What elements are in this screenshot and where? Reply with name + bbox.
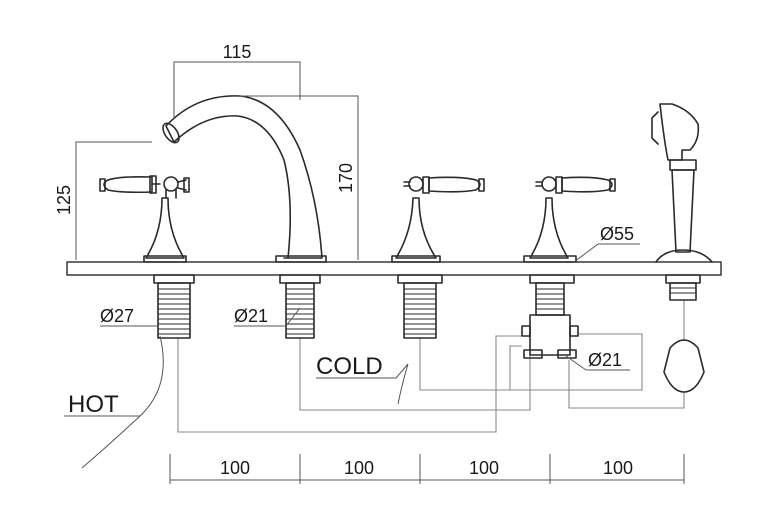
dia-diverter: Ø21 <box>588 350 622 370</box>
dia-base: Ø55 <box>600 224 634 244</box>
tap-handle-cold <box>391 176 485 339</box>
diverter-handle <box>521 176 616 359</box>
dia-hot-inlet: Ø27 <box>100 306 134 326</box>
dim-spacing-1: 100 <box>220 458 250 478</box>
label-hot: HOT <box>68 391 119 418</box>
dimension-lines <box>64 61 685 484</box>
dim-spacing-2: 100 <box>344 458 374 478</box>
hand-shower <box>651 103 713 393</box>
dim-handle-height: 125 <box>54 185 74 215</box>
water-pipes <box>177 300 685 433</box>
tap-handle-hot <box>99 175 190 263</box>
dim-spacing-3: 100 <box>469 458 499 478</box>
dia-spout-shank: Ø21 <box>234 306 268 326</box>
spout <box>162 95 327 339</box>
dim-spacing-4: 100 <box>603 458 633 478</box>
deck-plate <box>66 261 722 276</box>
label-cold: COLD <box>316 353 383 380</box>
hot-inlet-shank <box>153 274 195 339</box>
dim-spout-height: 170 <box>336 163 356 193</box>
dim-spout-reach: 115 <box>223 42 252 62</box>
